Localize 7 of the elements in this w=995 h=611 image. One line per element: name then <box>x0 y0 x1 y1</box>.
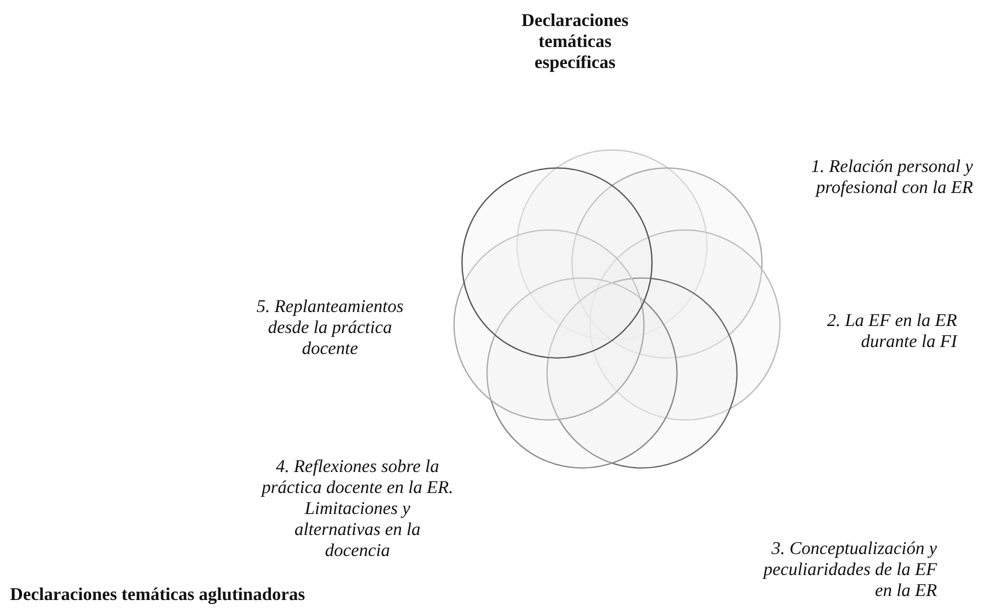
caption-text: Declaraciones temáticas aglutinadoras <box>10 584 306 605</box>
diagram-title: Declaraciones temáticas específicas <box>520 10 630 73</box>
theme-label: 3. Conceptualización y peculiaridades de la EF en la ER <box>762 538 937 601</box>
theme-label: 5. Replanteamientos desde la práctica docente <box>256 296 404 359</box>
theme-label: 4. Reflexiones sobre la práctica docente en la ER. Limitaciones y alternativas en la docencia <box>260 456 454 561</box>
theme-label: 2. La EF en la ER durante la FI <box>826 310 957 352</box>
theme-label: 1. Relación personal y profesional con la ER <box>810 156 973 198</box>
